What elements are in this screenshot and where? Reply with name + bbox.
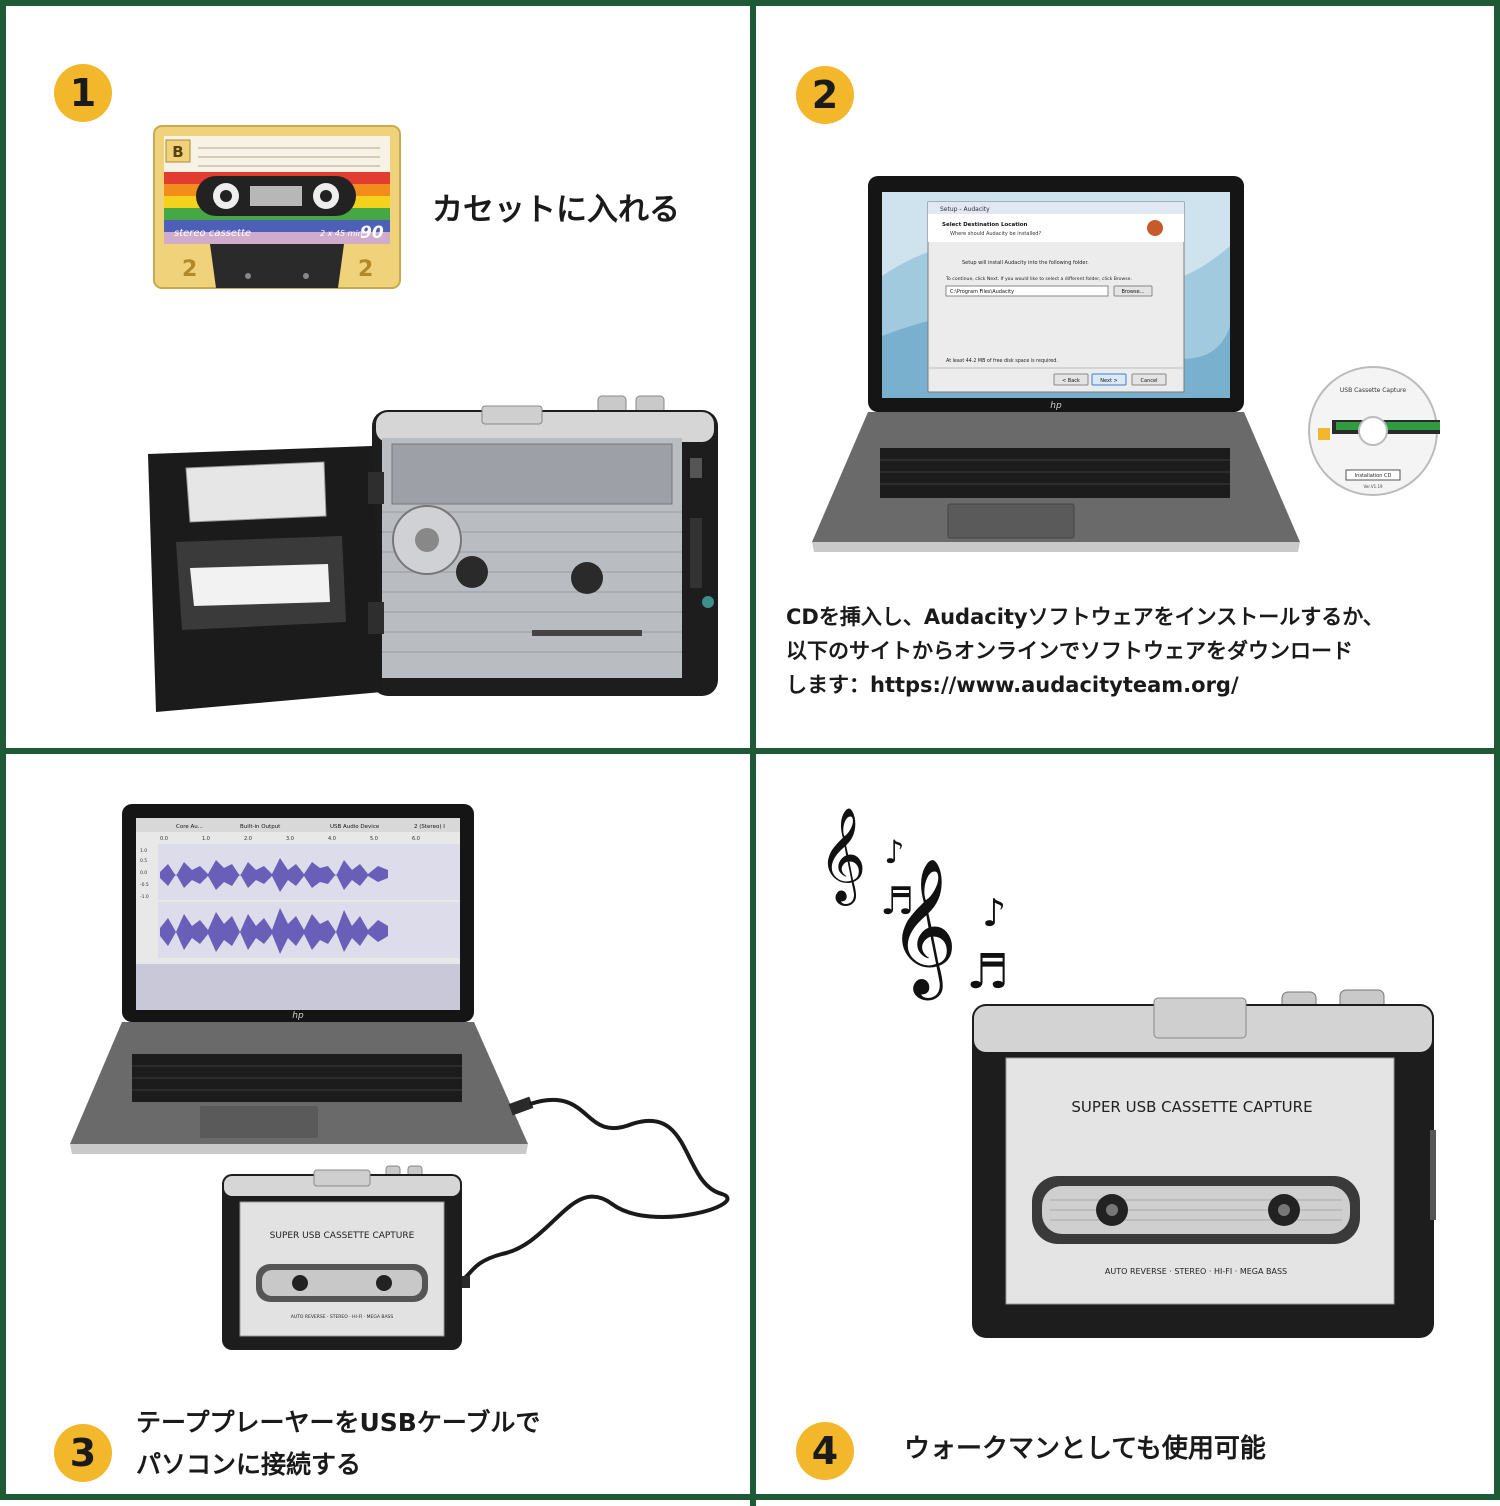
step-2-caption: CDを挿入し、Audacityソフトウェアをインストールするか、 以下のサイトか… — [786, 600, 1384, 702]
input-device-select[interactable]: USB Audio Device — [330, 824, 380, 830]
step-4-panel: 𝄞 ♪ ♬ 𝄞 ♪ ♬ SUPER USB CASSETTE CAPTURE A… — [756, 754, 1494, 1490]
laptop-installer-illustration: Setup - Audacity Select Destination Loca… — [812, 176, 1300, 552]
beamed-notes-icon: ♬ — [966, 944, 1010, 1000]
audio-host-select[interactable]: Core Au... — [176, 824, 203, 830]
cassette-side-letter: B — [172, 143, 183, 161]
setup-space-note: At least 44.2 MB of free disk space is r… — [946, 358, 1058, 364]
browse-button[interactable] — [1113, 285, 1153, 297]
cassette-side-right: 2 — [358, 257, 373, 282]
browse-button-label: Browse... — [1122, 289, 1145, 295]
step-2-caption-line-2: 以下のサイトからオンラインでソフトウェアをダウンロード — [786, 639, 1353, 663]
next-button-label: Next > — [1100, 378, 1117, 384]
cancel-button-label: Cancel — [1141, 378, 1158, 384]
ruler-tick: 2.0 — [244, 836, 252, 842]
setup-path-field[interactable] — [945, 285, 1109, 297]
hp-logo-icon: hp — [1050, 401, 1062, 411]
music-note-icon: ♪ — [884, 833, 905, 871]
player-title: SUPER USB CASSETTE CAPTURE — [1071, 1098, 1312, 1116]
ruler-tick: 3.0 — [286, 836, 294, 842]
beamed-notes-icon: ♬ — [880, 879, 915, 923]
horizontal-divider — [6, 748, 1500, 754]
setup-path-value: C:\Program Files\Audacity — [950, 289, 1014, 295]
cd-label: Installation CD — [1355, 473, 1392, 479]
cassette-length: 2 x 45 min — [320, 229, 363, 238]
step-1-panel: 1 カセットに入れる B stereo cassette 2 x 45 min … — [12, 12, 750, 748]
step-3-caption-line-2: パソコンに接続する — [136, 1450, 362, 1479]
cassette-minutes: 90 — [360, 223, 384, 243]
amplitude-label: 0.5 — [140, 858, 147, 864]
cancel-button[interactable] — [1131, 373, 1167, 386]
laptop-audacity-illustration: Core Au... Built-in Output USB Audio Dev… — [70, 804, 528, 1154]
waveform-track-1 — [160, 858, 388, 892]
step-3-caption: テーププレーヤーをUSBケーブルで パソコンに接続する — [136, 1402, 540, 1486]
open-cassette-player — [148, 395, 718, 712]
step-2-caption-line-1: CDを挿入し、Audacityソフトウェアをインストールするか、 — [786, 605, 1384, 629]
treble-clef-icon: 𝄞 — [888, 856, 958, 994]
ruler-tick: 6.0 — [412, 836, 420, 842]
player-features: AUTO REVERSE · STEREO · HI-FI · MEGA BAS… — [1105, 1267, 1287, 1276]
step-3-badge: 3 — [54, 1424, 112, 1482]
small-player-title: SUPER USB CASSETTE CAPTURE — [270, 1231, 415, 1241]
installation-cd: USB Cassette Capture Installation CD Ver… — [1308, 366, 1440, 496]
music-note-icon: ♪ — [982, 891, 1007, 935]
step-2-panel: 2 Setup - Audacity Select Destination Lo… — [756, 12, 1494, 748]
step-2-badge: 2 — [796, 66, 854, 124]
setup-subheading: Where should Audacity be installed? — [950, 231, 1041, 237]
hp-logo-icon: hp — [292, 1011, 304, 1021]
small-player-features: AUTO REVERSE · STEREO · HI-FI · MEGA BAS… — [291, 1314, 394, 1320]
amplitude-label: -0.5 — [140, 882, 149, 888]
setup-window-title: Setup - Audacity — [940, 206, 990, 213]
step-3-caption-line-1: テーププレーヤーをUSBケーブルで — [136, 1408, 541, 1437]
back-button[interactable] — [1053, 373, 1089, 386]
step-1-badge: 1 — [54, 64, 112, 122]
step-1-caption: カセットに入れる — [432, 192, 680, 228]
ruler-tick: 1.0 — [202, 836, 210, 842]
large-cassette-player: SUPER USB CASSETTE CAPTURE AUTO REVERSE … — [972, 989, 1436, 1338]
treble-clef-icon: 𝄞 — [818, 807, 867, 902]
cassette-label: stereo cassette — [174, 228, 251, 239]
cd-version: Ver.V1.19 — [1363, 484, 1383, 489]
output-device-select[interactable]: Built-in Output — [240, 824, 281, 830]
amplitude-label: -1.0 — [140, 894, 149, 900]
waveform-track-2 — [160, 908, 388, 954]
amplitude-label: 1.0 — [140, 848, 147, 854]
ruler-tick: 0.0 — [160, 836, 168, 842]
back-button-label: < Back — [1062, 378, 1080, 384]
amplitude-label: 0.0 — [140, 870, 147, 876]
step-3-panel: Core Au... Built-in Output USB Audio Dev… — [12, 754, 750, 1490]
setup-line-1: Setup will install Audacity into the fol… — [962, 260, 1089, 266]
audacity-logo-icon — [1147, 220, 1163, 236]
small-cassette-player: SUPER USB CASSETTE CAPTURE AUTO REVERSE … — [222, 1165, 462, 1350]
step-2-caption-line-3: します：https://www.audacityteam.org/ — [786, 673, 1239, 697]
channels-select[interactable]: 2 (Stereo) I — [414, 824, 445, 830]
usb-cable — [452, 1096, 730, 1288]
step-4-badge: 4 — [796, 1422, 854, 1480]
vertical-divider — [750, 6, 756, 1506]
cd-title: USB Cassette Capture — [1340, 387, 1407, 394]
ruler-tick: 4.0 — [328, 836, 336, 842]
cassette-tape-illustration: B stereo cassette 2 x 45 min 90 2 2 — [153, 125, 401, 289]
step-4-caption: ウォークマンとしても使用可能 — [904, 1434, 1266, 1464]
next-button[interactable] — [1091, 373, 1127, 386]
setup-heading: Select Destination Location — [942, 222, 1027, 228]
cassette-side-left: 2 — [182, 257, 197, 282]
ruler-tick: 5.0 — [370, 836, 378, 842]
setup-line-2: To continue, click Next. If you would li… — [945, 276, 1132, 282]
